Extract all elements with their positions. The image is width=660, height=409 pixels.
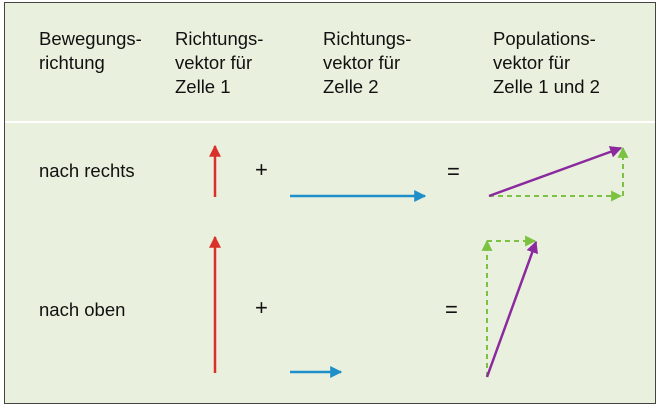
equals-sign-row-1: = bbox=[447, 159, 460, 184]
header-populationsvektor: Populations- vektor für Zelle 1 und 2 bbox=[493, 28, 600, 97]
row-label-nach-rechts: nach rechts bbox=[39, 160, 135, 181]
plus-sign-row-1: + bbox=[255, 157, 268, 182]
population-vector-row-2 bbox=[485, 240, 538, 378]
header-vektor-zelle-2: Richtungs- vektor für Zelle 2 bbox=[323, 28, 412, 97]
header-vektor-zelle-1: Richtungs- vektor für Zelle 1 bbox=[175, 28, 264, 97]
plus-sign-row-2: + bbox=[255, 295, 268, 320]
header-divider bbox=[5, 121, 655, 123]
row-label-nach-oben: nach oben bbox=[39, 299, 126, 320]
equals-sign-row-2: = bbox=[445, 297, 458, 322]
diagram-panel: Bewegungs- richtung Richtungs- vektor fü… bbox=[4, 2, 656, 404]
vector-drawing bbox=[209, 144, 629, 378]
header-bewegungsrichtung: Bewegungs- richtung bbox=[39, 28, 142, 73]
population-vector-row-1 bbox=[488, 146, 623, 198]
